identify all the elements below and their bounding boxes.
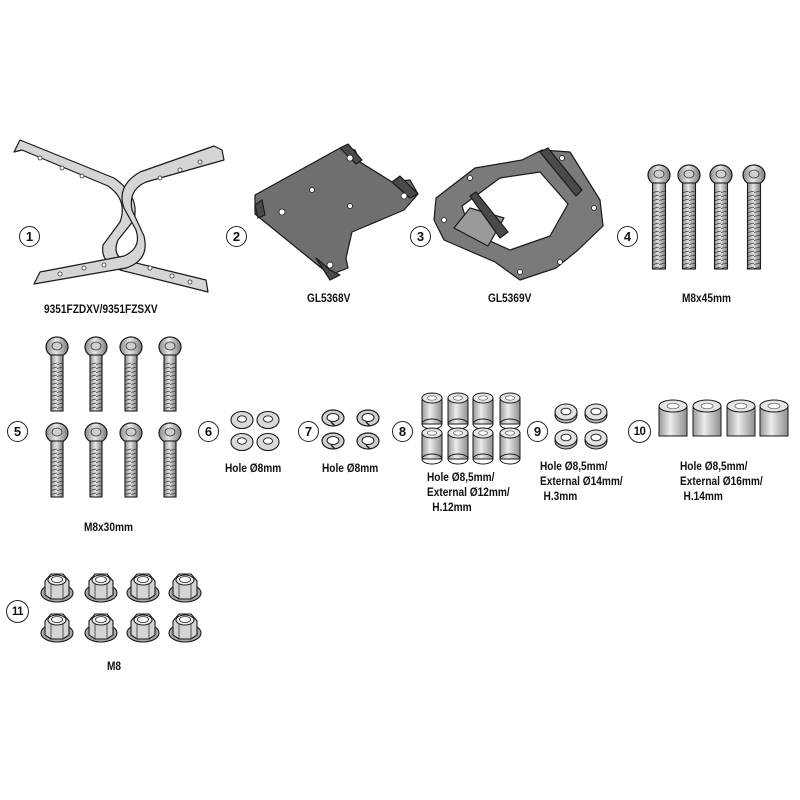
part-label: Hole Ø8,5mm/ External Ø12mm/ H.12mm [427,471,510,516]
label-line: H.12mm [432,502,472,514]
part-label: Hole Ø8mm [322,463,379,475]
part-label: 9351FZDXV/9351FZSXV [44,304,158,316]
part-label: GL5368V [307,293,351,305]
label-line: Hole Ø8,5mm/ [540,461,608,473]
part-number-badge: 7 [298,421,319,442]
part-number-badge: 5 [7,421,28,442]
part-number-badge: 11 [6,600,29,623]
part-number-badge: 8 [392,421,413,442]
part-label: Hole Ø8,5mm/ External Ø14mm/ H.3mm [540,460,623,505]
part-label: Hole Ø8mm [225,463,282,475]
label-line: External Ø12mm/ [427,487,510,499]
label-line: External Ø16mm/ [680,476,763,488]
part-label: M8 [107,661,122,673]
mounting-plate-icon [254,143,419,281]
part-number-badge: 10 [628,420,651,443]
part-label: Hole Ø8,5mm/ External Ø16mm/ H.14mm [680,460,763,505]
flange-nut-icon [40,573,202,643]
mounting-frame-plate-icon [433,147,604,281]
bracket-frame-icon [13,139,225,293]
part-number-badge: 6 [198,421,219,442]
part-label: GL5369V [488,293,532,305]
part-label: M8x45mm [682,293,731,305]
flat-washer-icon [230,410,280,452]
spring-washer-icon [321,409,380,450]
label-line: H.14mm [683,491,723,503]
part-number-badge: 2 [226,226,247,247]
part-number-badge: 4 [617,226,638,247]
label-line: Hole Ø8,5mm/ [680,461,748,473]
label-line: Hole Ø8,5mm/ [427,472,495,484]
spacer-16mm-icon [658,399,789,437]
part-number-badge: 3 [410,226,431,247]
part-label: M8x30mm [84,522,133,534]
label-line: External Ø14mm/ [540,476,623,488]
thin-spacer-icon [554,403,608,450]
part-number-badge: 1 [19,226,40,247]
long-bolt-icon [647,164,766,270]
spacer-12mm-icon [421,392,521,465]
part-number-badge: 9 [527,421,548,442]
bolt-icon [45,336,182,498]
label-line: H.3mm [543,491,578,503]
